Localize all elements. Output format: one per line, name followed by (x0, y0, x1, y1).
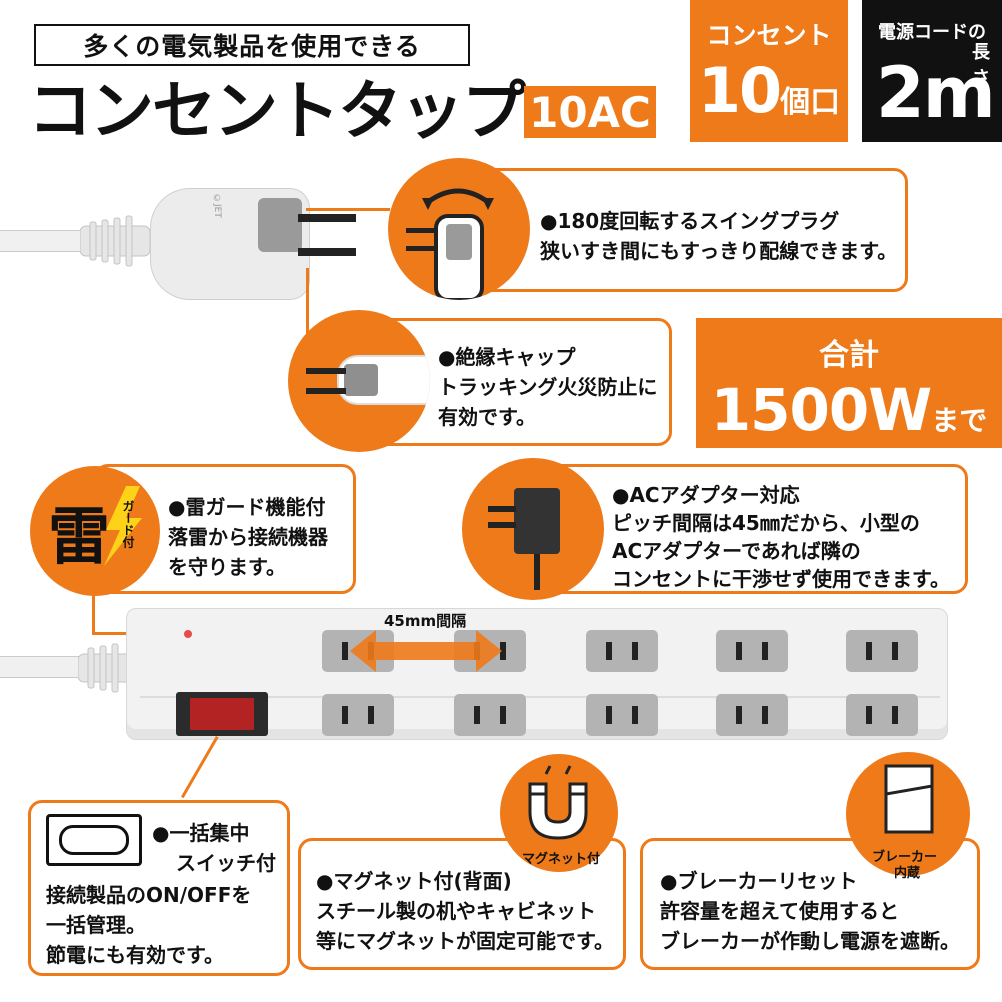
page-title: コンセントタップ (28, 75, 526, 149)
swing-plug-text-2: 狭いすき間にもすっきり配線できます。 (540, 239, 898, 263)
ac-badge: 10AC (524, 86, 656, 138)
magnet-text-1: ●マグネット付(背面) (316, 869, 512, 893)
ac-adapter-callout (528, 464, 968, 594)
lightning-badge-sub: ガード付 (121, 500, 135, 548)
spacing-double-arrow-icon (350, 630, 502, 672)
lightning-text-1: ●雷ガード機能付 (168, 495, 326, 519)
outlet-socket (454, 694, 526, 736)
insulation-cap-text-2: トラッキング火災防止に (438, 375, 658, 399)
breaker-text-3: ブレーカーが作動し電源を遮断。 (660, 929, 960, 953)
spacing-label: 45mm間隔 (384, 612, 467, 630)
outlet-count: 10個口 (690, 54, 848, 127)
leader-line (306, 208, 390, 211)
swing-plug-head (258, 198, 302, 252)
plug-strain-relief-icon (80, 215, 151, 267)
lightning-guard-circle (30, 466, 160, 596)
insulation-cap-icon (306, 355, 430, 405)
outlet-socket (846, 694, 918, 736)
magnet-circle (500, 754, 618, 872)
power-led-icon (184, 630, 192, 638)
outlet-socket (586, 630, 658, 672)
insulation-cap-circle (288, 310, 430, 452)
master-switch-text-4: 一括管理。 (46, 913, 146, 937)
cord-length-badge: 電源コードの 長さ 2m (862, 0, 1002, 142)
magnet-badge: マグネット付 (522, 852, 601, 867)
magnet-text-2: スチール製の机やキャビネット (316, 899, 596, 923)
ac-adapter-circle (462, 458, 604, 600)
outlet-socket (586, 694, 658, 736)
total-value: 1500Wまで (696, 376, 1002, 444)
swing-plug-circle (388, 158, 530, 300)
master-switch-rocker[interactable] (190, 698, 254, 730)
insulation-cap-text-3: 有効です。 (438, 405, 536, 429)
total-value-unit: まで (931, 404, 988, 437)
magnet-text-3: 等にマグネットが固定可能です。 (316, 929, 614, 953)
master-switch-text-1: ●一括集中 (152, 821, 250, 845)
outlet-socket (716, 694, 788, 736)
cord-length-value: 2m (876, 52, 996, 134)
strip-strain-relief-icon (78, 643, 135, 693)
lightning-text-2: 落雷から接続機器 (168, 525, 328, 549)
master-switch-callout (28, 800, 290, 976)
outlet-count-badge: コンセント 10個口 (690, 0, 848, 142)
switch-icon (46, 814, 142, 866)
plug-prong-bottom-icon (298, 248, 356, 256)
cord-label-line1: 電源コードの (878, 22, 986, 43)
breaker-badge-2: 内蔵 (894, 866, 921, 881)
strip-cord (0, 656, 100, 678)
breaker-circle (846, 752, 970, 876)
outlet-socket (846, 630, 918, 672)
magnet-icon (528, 765, 588, 840)
power-strip-seam (140, 696, 940, 698)
ac-adapter-text-2: ピッチ間隔は45㎜だから、小型の (612, 511, 920, 535)
leader-line (181, 736, 219, 799)
breaker-text-2: 許容量を超えて使用すると (660, 899, 899, 923)
ac-adapter-text-3: ACアダプターであれば隣の (612, 539, 861, 563)
total-wattage-badge: 合計 1500Wまで (696, 318, 1002, 448)
swing-plug-text-1: ●180度回転するスイングプラグ (540, 209, 840, 233)
outlet-count-number: 10 (697, 54, 782, 127)
total-label: 合計 (819, 338, 879, 373)
insulation-cap-text-1: ●絶縁キャップ (438, 345, 576, 369)
ac-adapter-icon (488, 488, 560, 590)
plug-brand: ©JET (212, 194, 222, 218)
breaker-text-1: ●ブレーカーリセット (660, 869, 858, 893)
total-value-number: 1500W (710, 376, 932, 444)
leader-line (92, 594, 95, 634)
ac-adapter-text-1: ●ACアダプター対応 (612, 483, 800, 507)
cord-label-line2: 長さ (972, 42, 990, 89)
swing-plug-icon (406, 188, 494, 300)
lightning-text-3: を守ります。 (168, 555, 286, 579)
outlet-socket (716, 630, 788, 672)
outlet-label: コンセント (706, 21, 832, 50)
master-switch-text-5: 節電にも有効です。 (46, 943, 224, 967)
tagline: 多くの電気製品を使用できる (34, 24, 470, 66)
master-switch-text-2: スイッチ付 (176, 851, 276, 875)
breaker-switch-icon (884, 764, 934, 834)
lightning-icon (104, 486, 142, 566)
lightning-badge-char: 雷 (48, 500, 111, 573)
ac-adapter-text-4: コンセントに干渉せず使用できます。 (612, 567, 950, 591)
breaker-badge-1: ブレーカー (872, 850, 938, 865)
outlet-socket (322, 694, 394, 736)
master-switch-text-3: 接続製品のON/OFFを (46, 883, 252, 907)
plug-prong-top-icon (298, 214, 356, 222)
leader-line (306, 268, 309, 348)
outlet-count-unit: 個口 (780, 85, 841, 120)
